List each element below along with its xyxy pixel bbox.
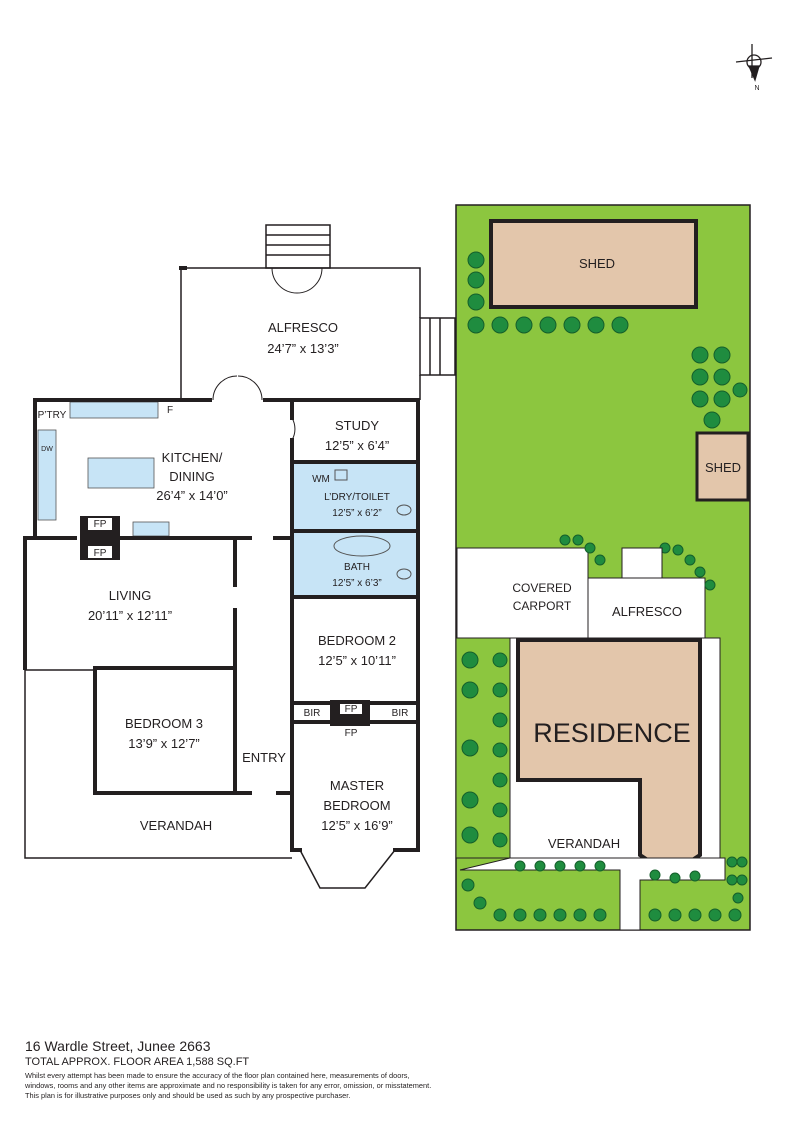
room-size-bath: 12’5” x 6’3” [332, 578, 381, 589]
disclaimer-line: windows, rooms and any other items are a… [25, 1081, 432, 1090]
north-compass-icon [735, 44, 773, 82]
room-size-bedroom3: 13’9” x 12’7” [128, 736, 200, 751]
kitchen-bench [69, 401, 159, 419]
disclaimer: Whilst every attempt has been made to en… [25, 1071, 485, 1101]
room-label-entry: ENTRY [242, 750, 286, 765]
room-label-master-2: BEDROOM [323, 798, 390, 813]
site-label-small-shed: SHED [705, 460, 741, 475]
room-label-study: STUDY [335, 418, 379, 433]
room-size-laundry: 12’5” x 6’2” [332, 508, 381, 519]
room-size-bedroom2: 12’5” x 10’11” [318, 653, 396, 668]
shed-building [489, 219, 698, 309]
fridge-label: F [167, 405, 173, 416]
house-floor-plan: ALFRESCO 24’7” x 13’3” P’TRY F DW KITCHE… [23, 224, 456, 889]
site-label-carport-2: CARPORT [513, 599, 572, 613]
bir-label: BIR [392, 708, 409, 719]
property-address: 16 Wardle Street, Junee 2663 [25, 1038, 211, 1054]
room-label-laundry: L’DRY/TOILET [324, 492, 390, 503]
room-size-living: 20’11” x 12’11” [88, 608, 172, 623]
room-label-verandah: VERANDAH [140, 818, 212, 833]
side-bench [132, 521, 170, 537]
toilet-icon-2 [396, 504, 412, 516]
room-size-master: 12’5” x 16’9” [321, 818, 393, 833]
washing-machine-label: WM [312, 474, 330, 485]
kitchen-island [87, 457, 155, 489]
small-shed-building [695, 431, 750, 502]
trees [461, 251, 748, 922]
room-size-kitchen: 26’4” x 14’0” [156, 488, 228, 503]
room-label-alfresco: ALFRESCO [268, 320, 338, 335]
site-label-residence: RESIDENCE [533, 718, 691, 748]
site-label-verandah: VERANDAH [548, 836, 620, 851]
covered-carport [456, 547, 589, 639]
room-label-kitchen: KITCHEN/ [162, 450, 223, 465]
room-label-bedroom3: BEDROOM 3 [125, 716, 203, 731]
sink-bench [37, 429, 57, 521]
site-steps [621, 547, 663, 579]
bath-area [294, 532, 417, 596]
fireplace-label: FP [94, 548, 107, 559]
floor-area: TOTAL APPROX. FLOOR AREA 1,588 SQ.FT [25, 1056, 250, 1068]
washing-machine-icon [334, 469, 348, 481]
pantry-label: P’TRY [38, 410, 67, 421]
dishwasher-label: DW [41, 446, 53, 453]
bir-label: BIR [304, 708, 321, 719]
room-size-alfresco: 24’7” x 13’3” [267, 341, 339, 356]
disclaimer-line: This plan is for illustrative purposes o… [25, 1091, 351, 1100]
site-label-shed: SHED [579, 256, 615, 271]
disclaimer-line: Whilst every attempt has been made to en… [25, 1071, 410, 1080]
bathtub [333, 535, 391, 557]
room-label-master: MASTER [330, 778, 384, 793]
fireplace-label: FP [345, 704, 358, 715]
compass-north-label: N [754, 85, 759, 92]
room-label-bedroom2: BEDROOM 2 [318, 633, 396, 648]
site-label-carport: COVERED [512, 581, 572, 595]
room-label-living: LIVING [109, 588, 152, 603]
toilet-icon [396, 568, 412, 580]
room-size-study: 12’5” x 6’4” [325, 438, 389, 453]
fireplace-label: FP [345, 728, 358, 739]
footer: 16 Wardle Street, Junee 2663 TOTAL APPRO… [25, 1038, 485, 1101]
site-label-alfresco: ALFRESCO [612, 604, 682, 619]
fireplace-label: FP [94, 519, 107, 530]
laundry-area [294, 463, 417, 529]
room-label-dining: DINING [169, 469, 215, 484]
room-label-bath: BATH [344, 562, 370, 573]
site-plan: SHED SHED COVERED CARPORT ALFRESCO RESID… [455, 204, 751, 931]
